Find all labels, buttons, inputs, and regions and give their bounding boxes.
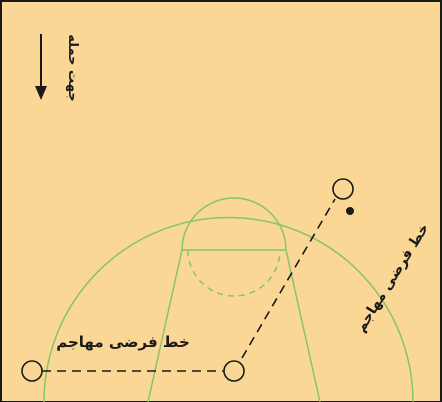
three-point-arc <box>43 216 414 402</box>
player-circle-icon <box>223 360 245 382</box>
player-circle-icon <box>332 178 354 200</box>
horizontal-line-label: خط فرضی مهاجم <box>56 333 190 351</box>
free-throw-circle-bottom <box>187 249 281 297</box>
arrow-down-icon <box>35 34 47 100</box>
direction-label: جهت حمله <box>65 34 80 102</box>
lane-line-right <box>285 249 321 402</box>
free-throw-circle-top <box>181 197 287 251</box>
player-circle-icon <box>21 360 43 382</box>
ball-dot-icon <box>346 207 354 215</box>
diagonal-dashed-line <box>241 198 336 359</box>
lane-line-left <box>147 249 183 402</box>
